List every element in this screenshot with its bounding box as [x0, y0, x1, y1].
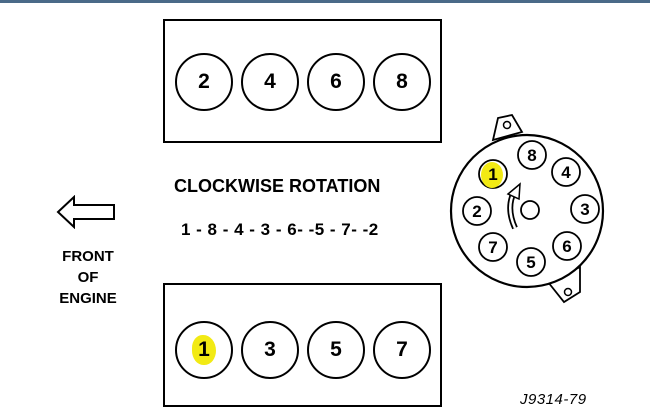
cylinder-number: 4: [264, 70, 276, 93]
terminal-7: 7: [478, 232, 508, 262]
cylinder-7: 7: [373, 321, 431, 379]
terminal-number: 8: [527, 146, 536, 165]
part-number: J9314-79: [520, 391, 587, 408]
terminal-number: 2: [472, 202, 481, 221]
front-of-engine-label: FRONT OF ENGINE: [48, 246, 128, 309]
terminal-1: 1: [478, 159, 508, 189]
mounting-ear-top: [491, 113, 524, 142]
cylinder-number: 6: [330, 70, 342, 93]
cylinder-number: 3: [264, 338, 276, 361]
cylinder-number: 8: [396, 70, 408, 93]
terminal-number: 7: [488, 238, 497, 257]
cylinder-6: 6: [307, 53, 365, 111]
front-label-line: OF: [77, 269, 99, 286]
terminal-8: 8: [517, 140, 547, 170]
cylinder-5: 5: [307, 321, 365, 379]
cylinder-bank-bottom: 1 3 5 7: [163, 283, 442, 407]
terminal-4: 4: [551, 157, 581, 187]
terminal-3: 3: [570, 194, 600, 224]
cylinder-number: 7: [396, 338, 408, 361]
cylinder-8: 8: [373, 53, 431, 111]
highlight-marker: [481, 162, 503, 188]
terminal-2: 2: [462, 196, 492, 226]
cylinder-3: 3: [241, 321, 299, 379]
front-label-line: FRONT: [62, 248, 114, 265]
terminal-number: 1: [488, 165, 497, 184]
rotation-label: CLOCKWISE ROTATION: [174, 176, 381, 196]
cylinder-bank-top: 2 4 6 8: [163, 19, 442, 143]
cylinder-2: 2: [175, 53, 233, 111]
terminal-5: 5: [516, 247, 546, 277]
distributor-cap: 8 4 3 6 5 7 2 1: [449, 113, 605, 304]
cylinder-4: 4: [241, 53, 299, 111]
terminal-number: 3: [580, 200, 589, 219]
rotation-arrow-icon: [506, 182, 521, 230]
terminal-6: 6: [552, 231, 582, 261]
terminal-number: 6: [562, 237, 571, 256]
cylinder-number: 2: [198, 70, 210, 93]
cylinder-1: 1: [175, 321, 233, 379]
front-label-line: ENGINE: [59, 290, 117, 307]
terminal-number: 5: [526, 253, 535, 272]
center-post: [520, 200, 540, 220]
highlight-marker: [192, 335, 216, 365]
terminal-number: 4: [561, 163, 571, 182]
front-arrow-icon: [56, 195, 115, 229]
cylinder-number: 1: [198, 338, 210, 361]
firing-order: 1 - 8 - 4 - 3 - 6- -5 - 7- -2: [181, 220, 379, 239]
cylinder-number: 5: [330, 338, 342, 361]
top-rule: [0, 0, 650, 3]
